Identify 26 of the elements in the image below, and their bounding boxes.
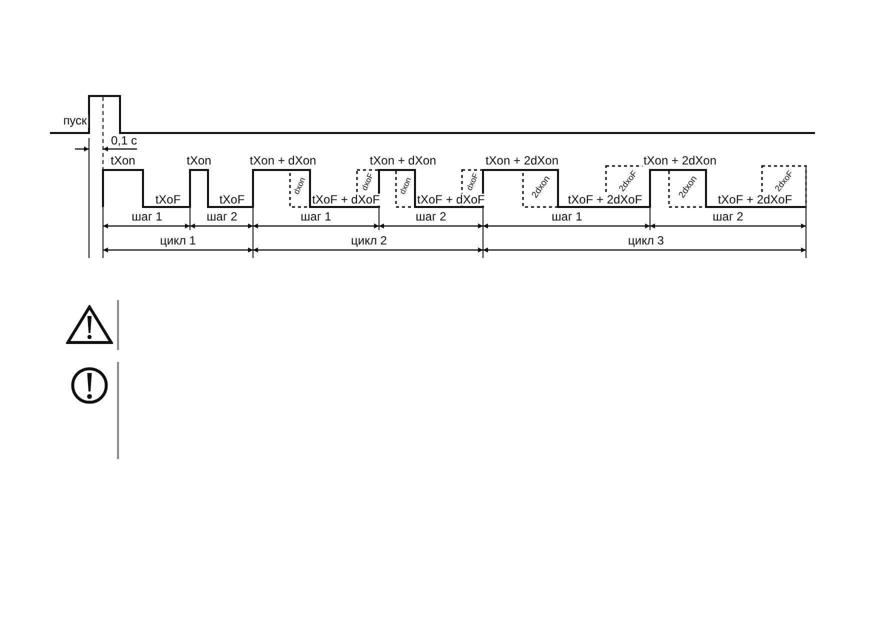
- duration-label: tXoF + 2dXoF: [716, 193, 794, 206]
- duration-label: tXoF + 2dXoF: [566, 193, 644, 206]
- cycle-label: цикл 3: [627, 234, 665, 248]
- step-label: шаг 1: [130, 210, 164, 224]
- delta-label: dxoF: [360, 172, 376, 192]
- duration-label: tXoF: [218, 193, 246, 206]
- duration-label: tXoF: [154, 193, 182, 206]
- duration-label: tXon + dXon: [248, 154, 318, 168]
- step-label: шаг 2: [206, 210, 238, 224]
- dimension-label: 0,1 с: [110, 134, 138, 148]
- step-label: шаг 1: [300, 210, 332, 224]
- duration-label: tXoF + dXoF: [416, 193, 486, 206]
- cycle-label: цикл 1: [159, 234, 197, 248]
- duration-label: tXon: [110, 154, 136, 168]
- step-label: шаг 2: [712, 210, 744, 224]
- delta-label: dxon: [292, 176, 308, 196]
- duration-label: tXoF + dXoF: [311, 193, 381, 206]
- cycle-label: цикл 2: [350, 234, 388, 248]
- step-label: шаг 2: [414, 210, 448, 224]
- duration-label: tXon: [186, 154, 212, 168]
- delta-label: dxon: [398, 176, 414, 196]
- delta-label: dxoF: [465, 172, 480, 192]
- duration-label: tXon + dXon: [368, 154, 438, 168]
- duration-label: tXon + 2dXon: [642, 154, 718, 168]
- step-label: шаг 1: [550, 210, 584, 224]
- duration-label: tXon + 2dXon: [484, 154, 560, 168]
